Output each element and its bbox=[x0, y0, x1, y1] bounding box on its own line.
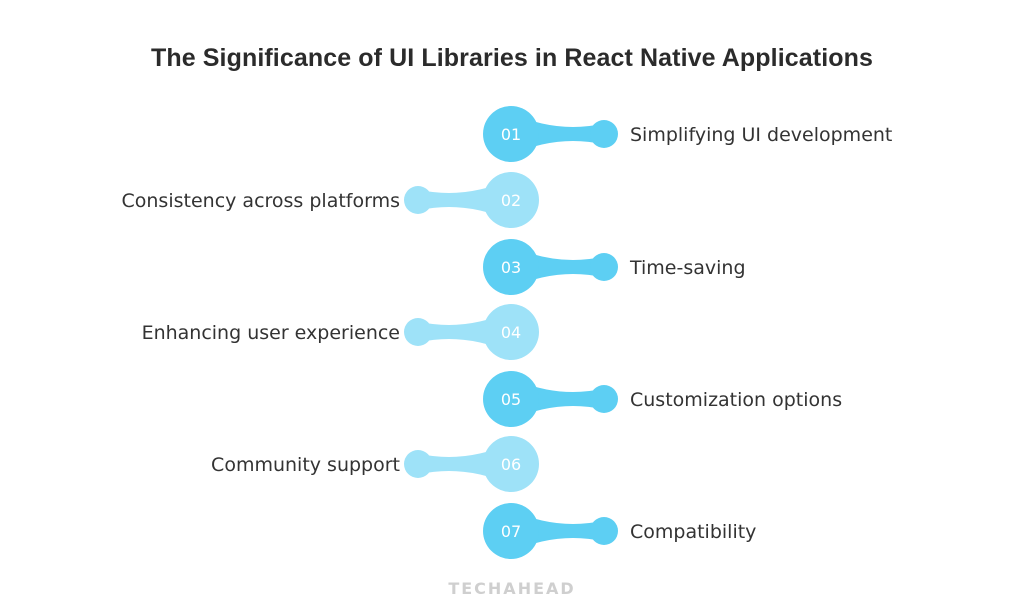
brand-logo: TECHAHEAD bbox=[448, 579, 576, 598]
step-bubble bbox=[483, 304, 539, 360]
step-number: 03 bbox=[501, 258, 521, 277]
step-label: Community support bbox=[211, 454, 400, 476]
step-label: Simplifying UI development bbox=[630, 124, 892, 146]
step-dot bbox=[590, 120, 618, 148]
step-dot bbox=[404, 450, 432, 478]
step-number: 06 bbox=[501, 455, 521, 474]
page-title: The Significance of UI Libraries in Reac… bbox=[150, 44, 873, 72]
step-number: 04 bbox=[501, 323, 521, 342]
step-number: 07 bbox=[501, 522, 521, 541]
step-number: 02 bbox=[501, 191, 521, 210]
step-dot bbox=[590, 517, 618, 545]
step-bubble bbox=[483, 239, 539, 295]
step-label: Customization options bbox=[630, 389, 842, 411]
step-07: 07 Compatibility bbox=[483, 503, 756, 559]
step-number: 01 bbox=[501, 125, 521, 144]
step-label: Consistency across platforms bbox=[122, 190, 401, 212]
step-bubble bbox=[483, 436, 539, 492]
step-06: 06 Community support bbox=[211, 436, 539, 492]
step-02: 02 Consistency across platforms bbox=[122, 172, 539, 228]
step-dot bbox=[590, 385, 618, 413]
step-number: 05 bbox=[501, 390, 521, 409]
step-label: Enhancing user experience bbox=[142, 322, 400, 344]
step-bubble bbox=[483, 106, 539, 162]
step-05: 05 Customization options bbox=[483, 371, 842, 427]
step-dot bbox=[404, 186, 432, 214]
step-label: Compatibility bbox=[630, 521, 756, 543]
step-bubble bbox=[483, 371, 539, 427]
step-01: 01 Simplifying UI development bbox=[483, 106, 892, 162]
step-bubble bbox=[483, 172, 539, 228]
step-label: Time-saving bbox=[629, 257, 746, 279]
step-03: 03 Time-saving bbox=[483, 239, 746, 295]
step-dot bbox=[404, 318, 432, 346]
step-dot bbox=[590, 253, 618, 281]
step-bubble bbox=[483, 503, 539, 559]
step-04: 04 Enhancing user experience bbox=[142, 304, 539, 360]
